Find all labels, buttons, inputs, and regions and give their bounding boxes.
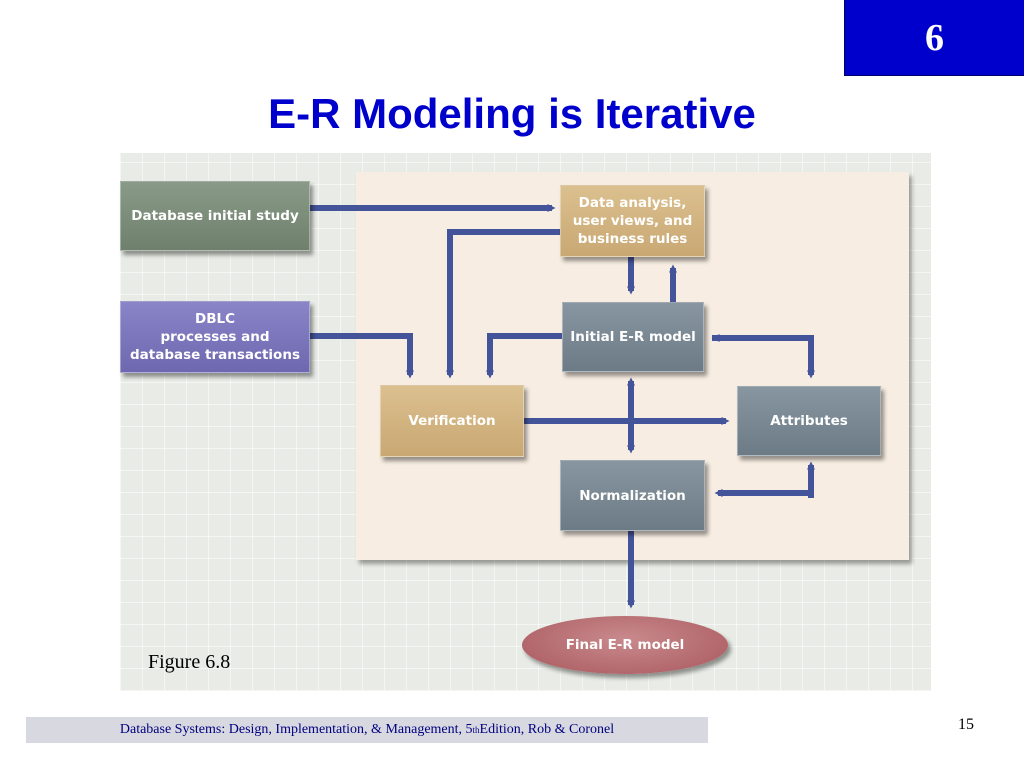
figure-caption: Figure 6.8: [148, 651, 231, 673]
slide-title: E-R Modeling is Iterative: [268, 90, 756, 137]
arrow-attributes-to-initial: [711, 334, 814, 343]
footer-superscript: th: [472, 725, 480, 735]
arrow-normalization-to-attributes: [720, 461, 815, 496]
dblc-box: DBLC processes and database transactions: [120, 301, 310, 373]
data-analysis-box: Data analysis, user views, and business …: [560, 185, 705, 257]
footer-text-before: Database Systems: Design, Implementation…: [119, 722, 473, 737]
footer-citation: Database Systems: Design, Implementation…: [26, 717, 708, 743]
database-initial-study-box: Database initial study: [120, 181, 310, 251]
initial-er-model-box: Initial E-R model: [562, 302, 704, 372]
chapter-badge: 6: [844, 0, 1024, 76]
final-er-model-oval: Final E-R model: [522, 616, 728, 674]
footer-text-after: Edition, Rob & Coronel: [479, 722, 615, 737]
arrow-analysis-to-verification: [446, 229, 560, 379]
normalization-box: Normalization: [560, 460, 705, 531]
verification-box: Verification: [380, 385, 524, 457]
arrow-dblc-to-verification: [310, 333, 414, 379]
arrow-initial-to-verification: [486, 333, 562, 379]
figure-panel: Database initial study DBLC processes an…: [120, 153, 931, 691]
page-number: 15: [958, 716, 974, 733]
arrow-initial-to-attributes: [712, 335, 815, 379]
flow-arrows: [310, 204, 815, 609]
attributes-box: Attributes: [737, 386, 881, 456]
